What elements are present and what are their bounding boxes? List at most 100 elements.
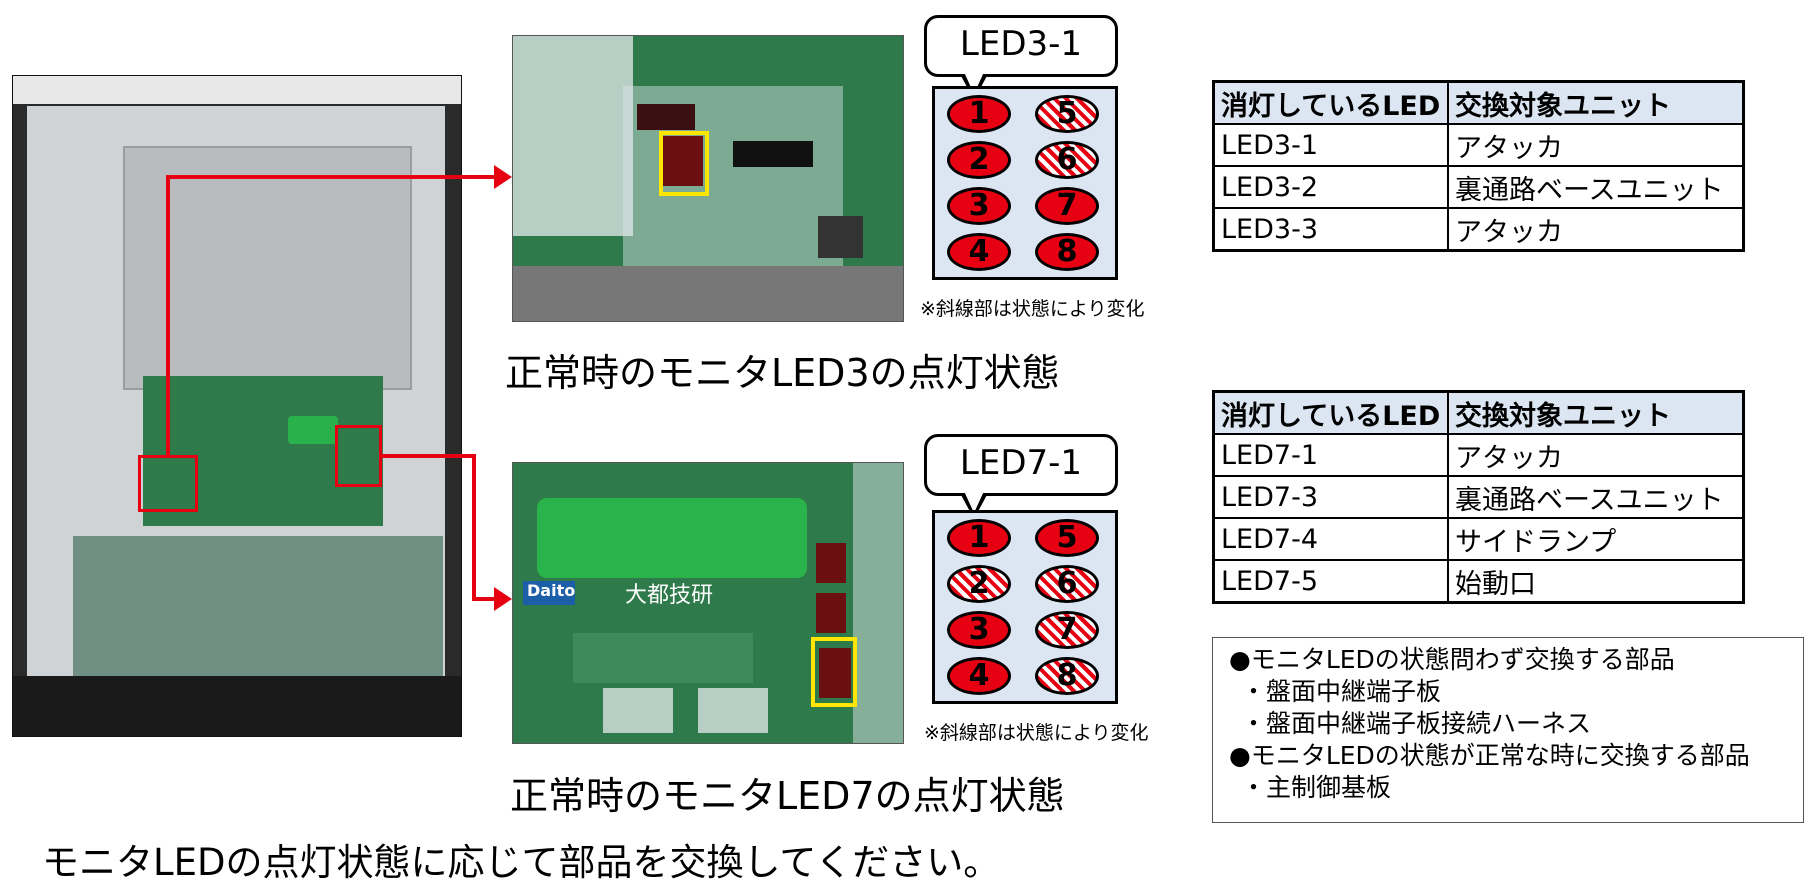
led3-bubble-label: LED3-1 bbox=[959, 24, 1083, 64]
led3-connector-line bbox=[166, 175, 496, 179]
table-cell-unit: アタッカ bbox=[1447, 207, 1745, 252]
led3-led-3: 3 bbox=[947, 187, 1011, 225]
led7-clear-cover bbox=[853, 463, 903, 743]
table-row: LED3-2 裏通路ベースユニット bbox=[1212, 165, 1745, 209]
led7-note: ※斜線部は状態により変化 bbox=[924, 722, 1149, 744]
led7-logo-plate: Daito bbox=[523, 581, 575, 605]
led7-bubble: LED7-1 bbox=[924, 434, 1118, 496]
table-cell-led: LED3-2 bbox=[1212, 165, 1449, 209]
led7-masked-label bbox=[537, 498, 807, 578]
led7-led-1: 1 bbox=[947, 519, 1011, 557]
led3-led-5: 5 bbox=[1035, 95, 1099, 133]
table-header-led: 消灯しているLED bbox=[1212, 390, 1449, 435]
led7-connector-line bbox=[380, 454, 476, 458]
led3-bubble: LED3-1 bbox=[924, 15, 1118, 77]
led7-led-7: 7 bbox=[1035, 611, 1099, 649]
table-cell-led: LED7-5 bbox=[1212, 559, 1449, 604]
table-row: LED3-3 アタッカ bbox=[1212, 207, 1745, 252]
table-header-unit: 交換対象ユニット bbox=[1447, 80, 1745, 125]
led7-led-3: 3 bbox=[947, 611, 1011, 649]
machine-bottom bbox=[13, 676, 461, 736]
info-line: ●モニタLEDの状態問わず交換する部品 bbox=[1229, 645, 1675, 674]
machine-board-label bbox=[288, 416, 338, 444]
info-line: ・主制御基板 bbox=[1241, 773, 1392, 802]
table-cell-led: LED7-3 bbox=[1212, 475, 1449, 519]
instruction-text: モニタLEDの点灯状態に応じて部品を交換してください。 bbox=[42, 841, 1001, 884]
info-line: ・盤面中継端子板 bbox=[1241, 677, 1442, 706]
machine-cover-panel bbox=[123, 146, 412, 390]
led7-board-photo: Daito 大都技研 bbox=[512, 462, 904, 744]
led7-led-2: 2 bbox=[947, 565, 1011, 603]
led7-led-4: 4 bbox=[947, 657, 1011, 695]
led7-board-logo: Daito bbox=[527, 581, 576, 600]
led3-highlight-box bbox=[659, 131, 709, 196]
led7-bubble-label: LED7-1 bbox=[959, 443, 1083, 483]
machine-lower-board bbox=[73, 536, 443, 696]
led3-led-matrix bbox=[661, 136, 703, 186]
replacement-info-box: ●モニタLEDの状態問わず交換する部品 ・盤面中継端子板 ・盤面中継端子板接続ハ… bbox=[1212, 637, 1804, 823]
led3-replacement-table: 消灯しているLED 交換対象ユニット LED3-1 アタッカ LED3-2 裏通… bbox=[1212, 80, 1745, 252]
table-row: LED3-1 アタッカ bbox=[1212, 123, 1745, 167]
led3-led-6: 6 bbox=[1035, 141, 1099, 179]
machine-main-board bbox=[143, 376, 383, 526]
led3-led-7: 7 bbox=[1035, 187, 1099, 225]
table-cell-unit: 始動口 bbox=[1447, 559, 1745, 604]
led7-arrow-icon bbox=[494, 587, 512, 611]
table-cell-unit: サイドランプ bbox=[1447, 517, 1745, 561]
machine-photo bbox=[12, 75, 462, 737]
led7-led-5: 5 bbox=[1035, 519, 1099, 557]
machine-top-bar bbox=[13, 76, 461, 104]
table-header-unit: 交換対象ユニット bbox=[1447, 390, 1745, 435]
table-cell-led: LED3-1 bbox=[1212, 123, 1449, 167]
led7-label-strip bbox=[603, 688, 673, 733]
led7-led-matrix bbox=[816, 593, 846, 633]
led7-replacement-table: 消灯しているLED 交換対象ユニット LED7-1 アタッカ LED7-3 裏通… bbox=[1212, 390, 1745, 604]
led7-bubble-tail-fill bbox=[964, 491, 984, 513]
table-cell-unit: アタッカ bbox=[1447, 123, 1745, 167]
led7-highlight-box bbox=[811, 637, 857, 707]
table-header-row: 消灯しているLED 交換対象ユニット bbox=[1212, 390, 1745, 435]
led7-led-8: 8 bbox=[1035, 657, 1099, 695]
led3-note: ※斜線部は状態により変化 bbox=[920, 298, 1145, 320]
led3-led-2: 2 bbox=[947, 141, 1011, 179]
led7-led-matrix bbox=[819, 648, 851, 698]
led3-panel: 1 2 3 4 5 6 7 8 bbox=[932, 86, 1118, 280]
led3-base bbox=[513, 266, 903, 321]
led3-location-box bbox=[138, 455, 198, 512]
table-row: LED7-1 アタッカ bbox=[1212, 433, 1745, 477]
led7-panel: 1 2 3 4 5 6 7 8 bbox=[932, 510, 1118, 704]
led3-connector-line bbox=[166, 175, 170, 457]
table-row: LED7-3 裏通路ベースユニット bbox=[1212, 475, 1745, 519]
table-cell-led: LED7-4 bbox=[1212, 517, 1449, 561]
led3-clear-cover bbox=[513, 36, 633, 236]
table-cell-unit: 裏通路ベースユニット bbox=[1447, 475, 1745, 519]
led3-led-8: 8 bbox=[1035, 233, 1099, 271]
led7-location-box bbox=[335, 425, 382, 487]
table-cell-led: LED3-3 bbox=[1212, 207, 1449, 252]
led3-led-1: 1 bbox=[947, 95, 1011, 133]
table-header-led: 消灯しているLED bbox=[1212, 80, 1449, 125]
led3-caption: 正常時のモニタLED3の点灯状態 bbox=[505, 351, 1060, 395]
led7-connector-line bbox=[472, 597, 496, 601]
table-row: LED7-4 サイドランプ bbox=[1212, 517, 1745, 561]
led7-label-strip bbox=[698, 688, 768, 733]
table-row: LED7-5 始動口 bbox=[1212, 559, 1745, 604]
led3-board-photo bbox=[512, 35, 904, 322]
led7-led-matrix bbox=[816, 543, 846, 583]
table-cell-unit: アタッカ bbox=[1447, 433, 1745, 477]
led3-usb-port bbox=[818, 216, 863, 258]
info-line: ●モニタLEDの状態が正常な時に交換する部品 bbox=[1229, 741, 1750, 770]
table-header-row: 消灯しているLED 交換対象ユニット bbox=[1212, 80, 1745, 125]
led7-display-area bbox=[573, 633, 753, 683]
led7-led-6: 6 bbox=[1035, 565, 1099, 603]
led7-board-maker: 大都技研 bbox=[625, 583, 714, 608]
info-line: ・盤面中継端子板接続ハーネス bbox=[1241, 709, 1592, 738]
led3-arrow-icon bbox=[494, 165, 512, 189]
led7-connector-line bbox=[472, 454, 476, 600]
led3-seven-segment bbox=[637, 104, 695, 130]
led7-caption: 正常時のモニタLED7の点灯状態 bbox=[510, 774, 1065, 818]
led3-led-4: 4 bbox=[947, 233, 1011, 271]
led3-chip bbox=[733, 141, 813, 167]
table-cell-led: LED7-1 bbox=[1212, 433, 1449, 477]
table-cell-unit: 裏通路ベースユニット bbox=[1447, 165, 1745, 209]
